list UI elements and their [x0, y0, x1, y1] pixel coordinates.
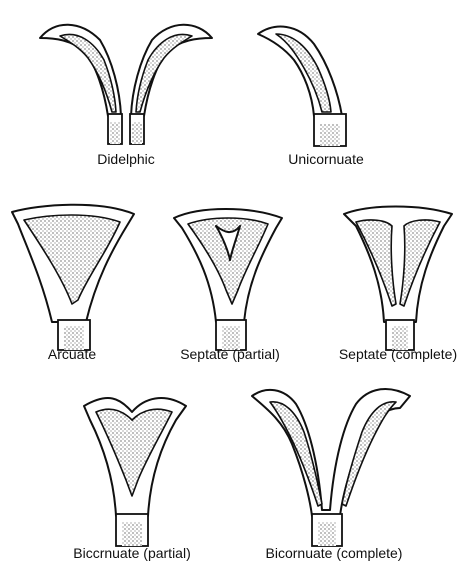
label-arcuate: Arcuate	[48, 346, 96, 362]
label-bicornuate-complete: Bicornuate (complete)	[266, 545, 403, 561]
label-septate-partial: Septate (partial)	[180, 346, 280, 362]
label-bicornuate-partial: Biccrnuate (partial)	[73, 545, 191, 561]
unicornuate-illustration	[258, 27, 346, 146]
didelphic-illustration	[40, 25, 212, 144]
label-septate-complete: Septate (complete)	[339, 346, 457, 362]
label-unicornuate: Unicornuate	[288, 151, 364, 167]
bicornuate-partial-illustration	[84, 398, 186, 546]
arcuate-illustration	[12, 205, 134, 350]
septate-complete-illustration	[344, 207, 452, 351]
septate-partial-illustration	[174, 209, 282, 350]
bicornuate-complete-illustration	[252, 389, 410, 546]
label-didelphic: Didelphic	[97, 151, 155, 167]
